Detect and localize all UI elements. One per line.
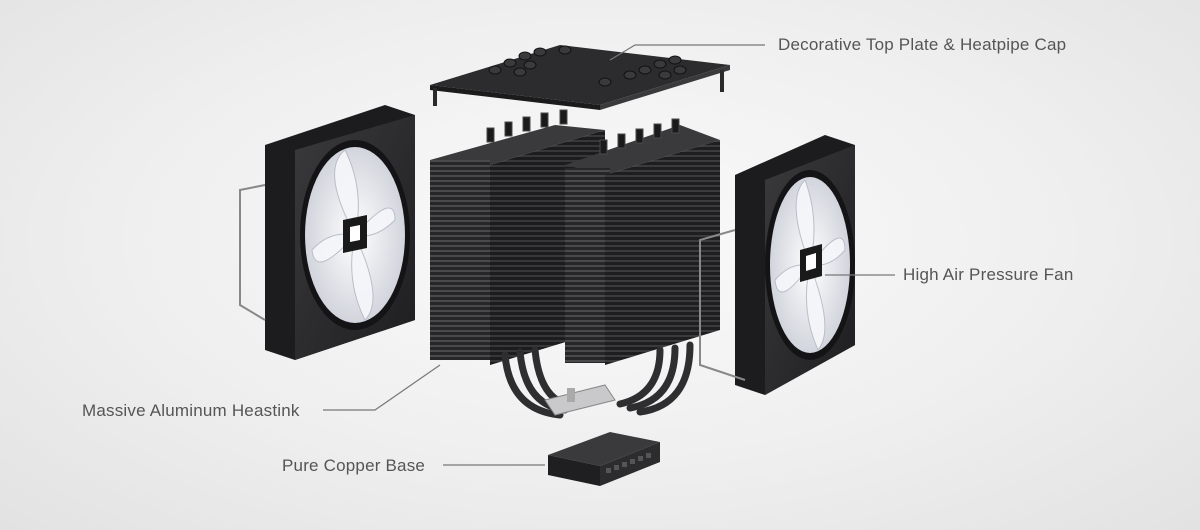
label-heatsink: Massive Aluminum Heastink bbox=[82, 401, 300, 420]
label-copper-base: Pure Copper Base bbox=[282, 456, 426, 475]
fan-icon bbox=[239, 105, 415, 360]
label-fan: High Air Pressure Fan bbox=[903, 265, 1074, 284]
top-plate-icon bbox=[430, 45, 730, 110]
leader-lines bbox=[323, 44, 895, 466]
copper-base-icon bbox=[548, 432, 660, 486]
label-top-plate: Decorative Top Plate & Heatpipe Cap bbox=[778, 35, 1067, 54]
heatsink-fins-icon bbox=[430, 109, 720, 419]
fan-icon bbox=[699, 135, 855, 395]
